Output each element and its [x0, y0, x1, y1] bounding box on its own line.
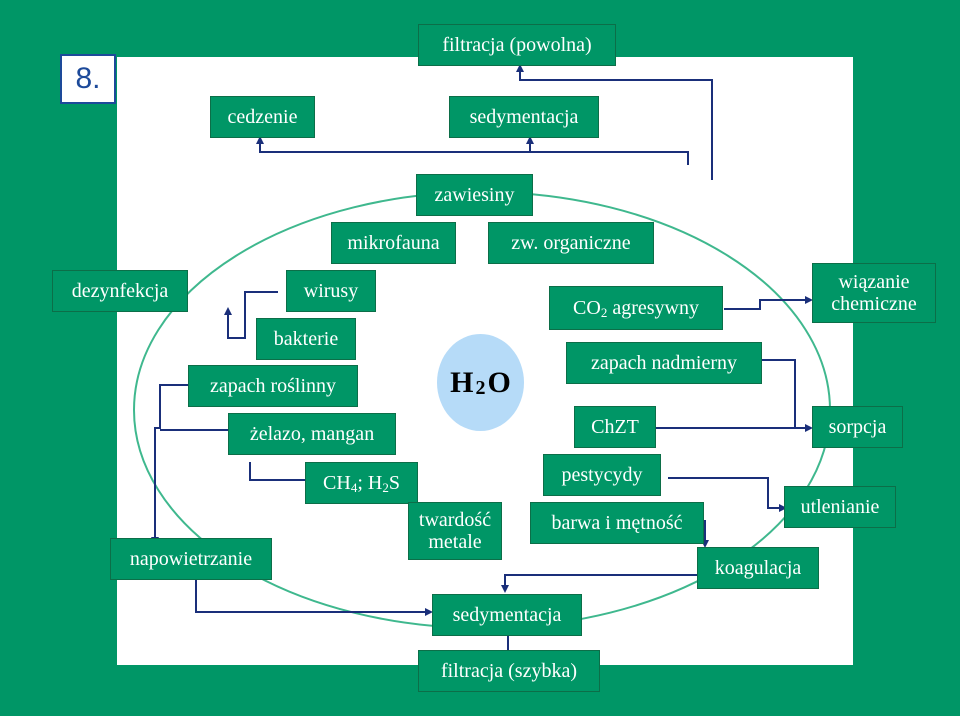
ch4-a: CH: [323, 472, 351, 494]
co2-tail: agresywny: [607, 297, 699, 319]
node-filtracja-powolna: filtracja (powolna): [418, 24, 616, 66]
node-zapach-nadmierny: zapach nadmierny: [566, 342, 762, 384]
node-sorpcja: sorpcja: [812, 406, 903, 448]
wiazanie-line1: wiązanie: [838, 271, 910, 293]
connector-wiazanie: [724, 296, 813, 310]
node-twardosc-metale: twardość metale: [408, 502, 502, 560]
connector-utlenianie: [668, 477, 787, 512]
connector-dezynfekcja: [224, 291, 278, 339]
node-mikrofauna: mikrofauna: [331, 222, 456, 264]
node-barwa-metnosc: barwa i mętność: [530, 502, 704, 544]
node-filtracja-szybka: filtracja (szybka): [418, 650, 600, 692]
node-chzt: ChZT: [574, 406, 656, 448]
connector-napowietrzanie-ch4: [249, 462, 305, 481]
twardosc-line1: twardość: [418, 509, 492, 531]
node-sedymentacja-bottom: sedymentacja: [432, 594, 582, 636]
node-sedymentacja-top: sedymentacja: [449, 96, 599, 138]
node-utlenianie: utlenianie: [784, 486, 896, 528]
node-zelazo-mangan: żelazo, mangan: [228, 413, 396, 455]
connector-napowietrzanie-sedymentacja: [195, 580, 433, 616]
connector-sorpcja: [762, 359, 813, 432]
wiazanie-line2: chemiczne: [831, 293, 917, 315]
twardosc-line2: metale: [428, 531, 482, 553]
node-zapach-roslinny: zapach roślinny: [188, 365, 358, 407]
node-wirusy: wirusy: [286, 270, 376, 312]
ch4-e: S: [388, 472, 400, 494]
connector-koagulacja-bottom: [501, 574, 721, 593]
node-zawiesiny: zawiesiny: [416, 174, 533, 216]
connector-filtracja-powolna: [516, 64, 713, 180]
node-bakterie: bakterie: [256, 318, 356, 360]
node-pestycydy: pestycydy: [543, 454, 661, 496]
ch4-b: 4: [350, 480, 358, 495]
node-wiazanie-chemiczne: wiązanie chemiczne: [812, 263, 936, 323]
co2-sub: 2: [600, 305, 608, 320]
connector-sedymentacja-top: [256, 136, 689, 165]
node-zw-organiczne: zw. organiczne: [488, 222, 654, 264]
h2o-main: H: [450, 365, 474, 399]
h2o-tail: O: [487, 365, 511, 399]
connector-napowietrzanie: [151, 384, 190, 545]
node-napowietrzanie: napowietrzanie: [110, 538, 272, 580]
h2o-sub: 2: [475, 377, 486, 399]
ch4-c: ; H: [357, 472, 383, 494]
ch4-d: 2: [382, 480, 389, 495]
node-dezynfekcja: dezynfekcja: [52, 270, 188, 312]
node-cedzenie: cedzenie: [210, 96, 315, 138]
co2-main: CO: [573, 297, 601, 319]
slide-number-badge: 8.: [60, 54, 116, 104]
node-koagulacja: koagulacja: [697, 547, 819, 589]
